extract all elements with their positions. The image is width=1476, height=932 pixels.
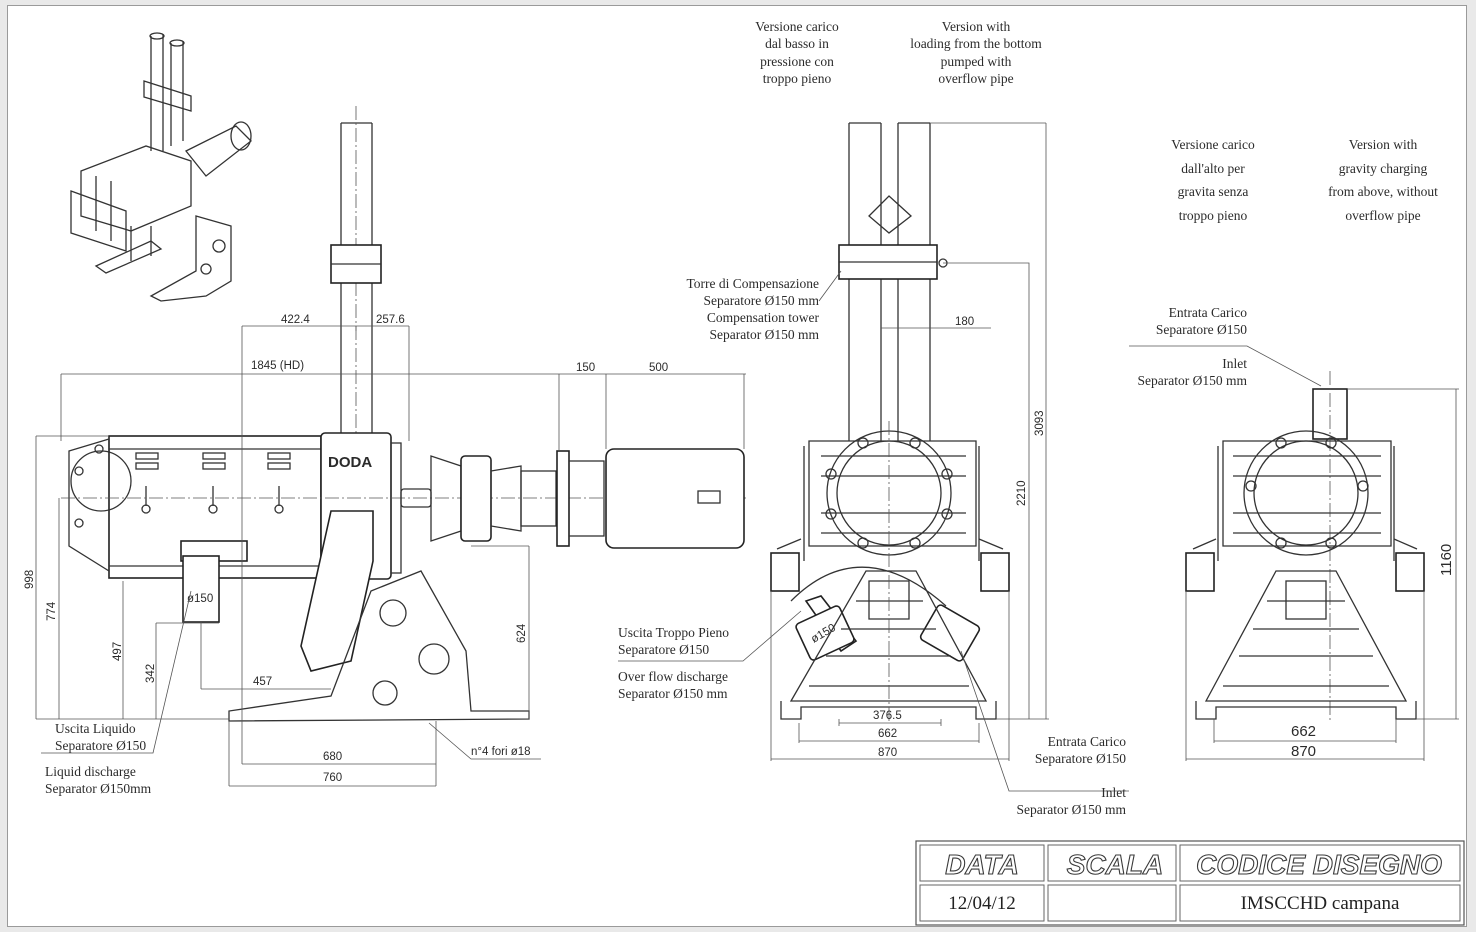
- title-header-data: DATA: [945, 849, 1019, 880]
- title-block: DATA SCALA CODICE DISEGNO 12/04/12 IMSCC…: [915, 840, 1465, 926]
- front-view-top-loading: [1185, 371, 1425, 721]
- dim-998: 998: [24, 570, 36, 589]
- top-it-2: dal basso in: [765, 36, 829, 51]
- right-it-4: troppo pieno: [1179, 208, 1248, 223]
- phi150-label-a: ø150: [187, 593, 213, 605]
- top-en-2: loading from the bottom: [910, 36, 1042, 51]
- top-it-1: Versione carico: [755, 19, 839, 34]
- liquid-discharge-labels: Uscita Liquido Separatore Ø150 Liquid di…: [41, 590, 192, 796]
- dim-662-right: 662: [1291, 723, 1316, 740]
- top-en-1: Version with: [942, 19, 1011, 34]
- inlet-mid-2: Separator Ø150 mm: [1017, 802, 1127, 817]
- right-it-3: gravita senza: [1178, 184, 1249, 199]
- holes-label: n°4 fori ø18: [471, 746, 531, 758]
- right-en-3: from above, without: [1328, 184, 1438, 199]
- brand-text: DODA: [328, 454, 372, 471]
- dim-870-right: 870: [1291, 743, 1316, 760]
- right-view-labels: Versione carico dall'alto per gravita se…: [1129, 137, 1438, 388]
- top-it-4: troppo pieno: [763, 71, 832, 86]
- dim-662-front: 662: [878, 728, 897, 740]
- top-en-4: overflow pipe: [938, 71, 1013, 86]
- right-en-4: overflow pipe: [1345, 208, 1420, 223]
- right-en-2: gravity charging: [1339, 161, 1428, 176]
- right-it-2: dall'alto per: [1181, 161, 1245, 176]
- liquid-en-2: Separator Ø150mm: [45, 781, 152, 796]
- tower-en-1: Compensation tower: [707, 310, 820, 325]
- dim-1845: 1845 (HD): [251, 360, 304, 372]
- right-view-dimensions: 1160 662 870: [1185, 388, 1459, 761]
- dim-760: 760: [323, 772, 342, 784]
- front-view-labels: Versione carico dal basso in pressione c…: [618, 19, 1129, 817]
- inlet-right-2: Separator Ø150 mm: [1138, 373, 1248, 388]
- inlet-right-1: Inlet: [1222, 356, 1247, 371]
- top-it-3: pressione con: [760, 54, 834, 69]
- entrata-right-2: Separatore Ø150: [1156, 322, 1247, 337]
- liquid-it-2: Separatore Ø150: [55, 738, 146, 753]
- entrata-mid-2: Separatore Ø150: [1035, 751, 1126, 766]
- side-elevation-view: DODA ø150: [61, 106, 746, 722]
- title-header-codice: CODICE DISEGNO: [1196, 849, 1442, 880]
- tower-en-2: Separator Ø150 mm: [710, 327, 820, 342]
- front-view-bottom-loading: ø150: [770, 122, 1010, 721]
- liquid-en-1: Liquid discharge: [45, 764, 136, 779]
- dim-342: 342: [145, 664, 157, 683]
- dim-870-front: 870: [878, 747, 897, 759]
- top-en-3: pumped with: [941, 54, 1012, 69]
- title-value-data: 12/04/12: [948, 893, 1016, 914]
- dim-497: 497: [112, 642, 124, 661]
- dim-3093: 3093: [1034, 410, 1046, 436]
- overflow-en-1: Over flow discharge: [618, 669, 728, 684]
- tower-it-2: Separatore Ø150 mm: [704, 293, 820, 308]
- dim-376-5: 376.5: [873, 710, 902, 722]
- dim-500: 500: [649, 362, 668, 374]
- right-it-1: Versione carico: [1171, 137, 1255, 152]
- drawing-sheet: DODA ø150 422.4 257.6 1845 (HD) 150 500: [7, 5, 1467, 927]
- dim-422-4: 422.4: [281, 314, 310, 326]
- entrata-mid-1: Entrata Carico: [1048, 734, 1127, 749]
- dim-1160: 1160: [1438, 544, 1455, 576]
- title-header-scala: SCALA: [1067, 849, 1163, 880]
- dim-2210: 2210: [1016, 480, 1028, 506]
- front-view-dimensions: 3093 2210 180 376.5 662 870: [770, 122, 1049, 761]
- technical-drawing: DODA ø150 422.4 257.6 1845 (HD) 150 500: [24, 19, 1465, 926]
- title-value-codice: IMSCCHD campana: [1241, 893, 1400, 914]
- entrata-right-1: Entrata Carico: [1169, 305, 1248, 320]
- overflow-it-1: Uscita Troppo Pieno: [618, 625, 729, 640]
- dim-180: 180: [955, 316, 974, 328]
- dim-624: 624: [516, 623, 528, 643]
- dim-257-6: 257.6: [376, 314, 405, 326]
- dim-680: 680: [323, 751, 342, 763]
- isometric-view: [70, 32, 252, 302]
- side-dimensions: 422.4 257.6 1845 (HD) 150 500 998 774 49…: [24, 314, 746, 787]
- inlet-mid-1: Inlet: [1101, 785, 1126, 800]
- dim-150: 150: [576, 362, 595, 374]
- overflow-en-2: Separator Ø150 mm: [618, 686, 728, 701]
- dim-774: 774: [46, 601, 58, 621]
- liquid-it-1: Uscita Liquido: [55, 721, 136, 736]
- dim-457: 457: [253, 676, 272, 688]
- right-en-1: Version with: [1349, 137, 1418, 152]
- tower-it-1: Torre di Compensazione: [686, 276, 819, 291]
- overflow-it-2: Separatore Ø150: [618, 642, 709, 657]
